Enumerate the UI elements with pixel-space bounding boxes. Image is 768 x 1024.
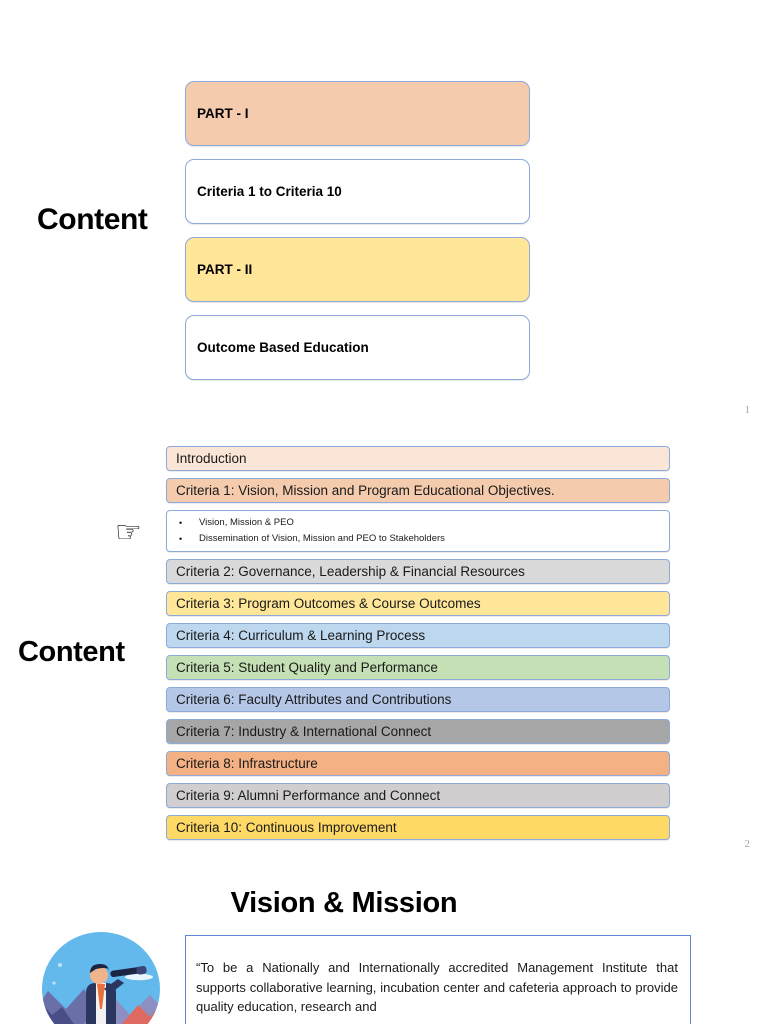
list-item-criteria-1[interactable]: Criteria 1: Vision, Mission and Program … (166, 478, 670, 503)
part-box-criteria-range[interactable]: Criteria 1 to Criteria 10 (185, 159, 530, 224)
criteria-label: Criteria 8: Infrastructure (176, 756, 318, 771)
part-box-label: PART - II (197, 262, 253, 277)
businessman-with-telescope-icon (26, 931, 176, 1024)
list-item: • Vision, Mission & PEO (167, 515, 669, 531)
part-box-part-1[interactable]: PART - I (185, 81, 530, 146)
criteria-label: Criteria 3: Program Outcomes & Course Ou… (176, 596, 481, 611)
page-number: 2 (744, 838, 751, 850)
criteria-label: Criteria 4: Curriculum & Learning Proces… (176, 628, 426, 643)
list-item-criteria-10[interactable]: Criteria 10: Continuous Improvement (166, 815, 670, 840)
part-box-outcome-based-education[interactable]: Outcome Based Education (185, 315, 530, 380)
sub-item-label: Dissemination of Vision, Mission and PEO… (199, 533, 445, 544)
criteria-label: Criteria 10: Continuous Improvement (176, 820, 397, 835)
list-item: • Dissemination of Vision, Mission and P… (167, 531, 669, 547)
criteria-label: Introduction (176, 451, 247, 466)
slide-vision-mission: Vision & Mission (0, 865, 768, 1024)
list-item-criteria-5[interactable]: Criteria 5: Student Quality and Performa… (166, 655, 670, 680)
page-number: 1 (744, 404, 751, 416)
criteria-label: Criteria 7: Industry & International Con… (176, 724, 432, 739)
criteria-label: Criteria 1: Vision, Mission and Program … (176, 483, 555, 498)
vision-statement-box: “To be a Nationally and Internationally … (185, 935, 691, 1024)
list-item-criteria-6[interactable]: Criteria 6: Faculty Attributes and Contr… (166, 687, 670, 712)
slide-content-criteria-list: Content ☞ Introduction Criteria 1: Visio… (0, 430, 768, 865)
page-title: Content (37, 203, 148, 236)
vision-statement-text: “To be a Nationally and Internationally … (196, 960, 678, 1014)
part-box-label: Outcome Based Education (197, 340, 369, 355)
part-box-stack: PART - I Criteria 1 to Criteria 10 PART … (185, 81, 530, 393)
criteria-1-sub-items: • Vision, Mission & PEO • Dissemination … (166, 510, 670, 552)
criteria-label: Criteria 6: Faculty Attributes and Contr… (176, 692, 452, 707)
pointing-hand-icon: ☞ (115, 516, 142, 549)
part-box-label: Criteria 1 to Criteria 10 (197, 184, 342, 199)
criteria-label: Criteria 5: Student Quality and Performa… (176, 660, 438, 675)
list-item-introduction[interactable]: Introduction (166, 446, 670, 471)
list-item-criteria-4[interactable]: Criteria 4: Curriculum & Learning Proces… (166, 623, 670, 648)
bullet-icon: • (179, 534, 183, 544)
slide-content-part-overview: Content PART - I Criteria 1 to Criteria … (0, 0, 768, 430)
list-item-criteria-2[interactable]: Criteria 2: Governance, Leadership & Fin… (166, 559, 670, 584)
criteria-list: Introduction Criteria 1: Vision, Mission… (166, 446, 670, 847)
criteria-label: Criteria 2: Governance, Leadership & Fin… (176, 564, 525, 579)
page-title: Vision & Mission (230, 887, 458, 919)
list-item-criteria-3[interactable]: Criteria 3: Program Outcomes & Course Ou… (166, 591, 670, 616)
bullet-icon: • (179, 518, 183, 528)
page-title: Content (18, 636, 125, 668)
part-box-label: PART - I (197, 106, 249, 121)
criteria-label: Criteria 9: Alumni Performance and Conne… (176, 788, 441, 803)
part-box-part-2[interactable]: PART - II (185, 237, 530, 302)
list-item-criteria-7[interactable]: Criteria 7: Industry & International Con… (166, 719, 670, 744)
sub-item-label: Vision, Mission & PEO (199, 517, 294, 528)
list-item-criteria-8[interactable]: Criteria 8: Infrastructure (166, 751, 670, 776)
list-item-criteria-9[interactable]: Criteria 9: Alumni Performance and Conne… (166, 783, 670, 808)
